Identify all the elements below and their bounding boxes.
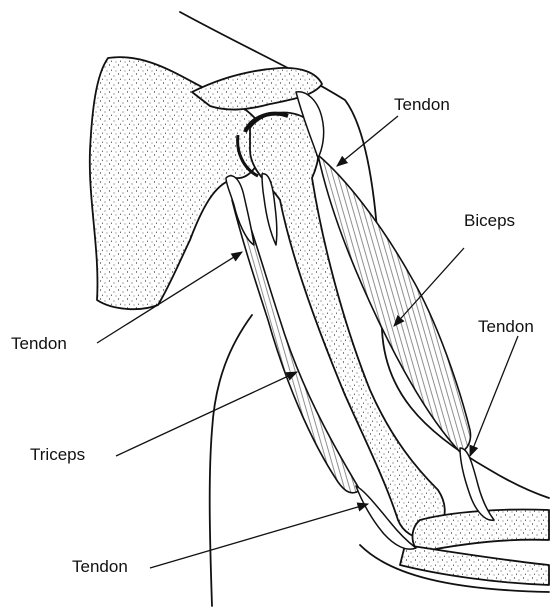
leader-tendon-elbow-back bbox=[150, 504, 368, 568]
label-biceps: Biceps bbox=[464, 211, 515, 230]
triceps-upper-tendon bbox=[226, 176, 254, 245]
label-triceps: Triceps bbox=[30, 445, 85, 464]
label-tendon-shoulder-back: Tendon bbox=[11, 334, 67, 353]
leader-triceps bbox=[116, 372, 297, 456]
label-tendon-shoulder-front: Tendon bbox=[394, 95, 450, 114]
biceps-lower-tendon bbox=[460, 448, 494, 520]
forearm-bone-lower bbox=[400, 545, 549, 585]
label-tendon-elbow-back: Tendon bbox=[72, 557, 128, 576]
skin-outline-back bbox=[210, 315, 252, 606]
label-tendon-elbow-front: Tendon bbox=[478, 317, 534, 336]
leader-tendon-elbow-front bbox=[470, 336, 518, 456]
